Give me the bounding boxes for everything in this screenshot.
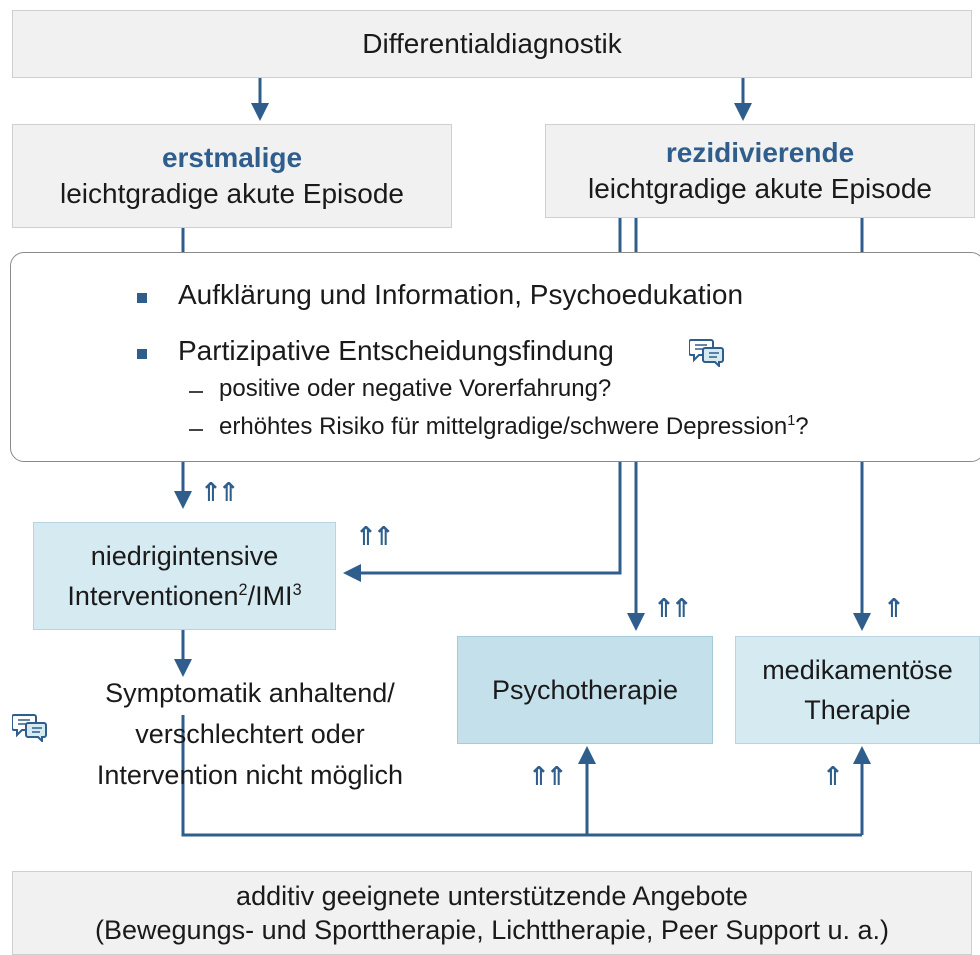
differential-diagnosis-label: Differentialdiagnostik xyxy=(362,28,622,59)
first-episode-title: erstmalige xyxy=(161,142,303,173)
low-intensity-line2: Interventionen2/IMI3 xyxy=(67,581,302,611)
recommendation-strong-mark: ⇑⇑ xyxy=(528,762,568,792)
information-box: Aufklärung und Information, Psychoedukat… xyxy=(10,252,980,462)
bullet-information: Aufklärung und Information, Psychoedukat… xyxy=(178,279,744,310)
recommendation-strong-mark: ⇑⇑ xyxy=(200,478,240,508)
recommendation-strong-mark: ⇑⇑ xyxy=(653,594,693,624)
psychotherapy-label: Psychotherapie xyxy=(491,675,679,705)
recommendation-weak-mark: ⇑ xyxy=(822,762,844,792)
medication-box: medikamentöse Therapie xyxy=(735,636,980,744)
line-persisting-bottom xyxy=(181,715,862,837)
arrow-recurrent-to-low xyxy=(343,462,622,582)
low-intensity-box: niedrigintensive Interventionen2/IMI3 xyxy=(33,522,336,630)
sub-item-risk: erhöhtes Risiko für mittelgradige/schwer… xyxy=(219,413,809,440)
bullet-marker xyxy=(137,293,147,303)
medication-line1: medikamentöse xyxy=(762,655,953,685)
low-intensity-line1: niedrigintensive xyxy=(90,541,279,571)
support-offers-box: additiv geeignete unterstützende Angebot… xyxy=(12,871,972,955)
recurrent-episode-label: leichtgradige akute Episode xyxy=(587,173,932,204)
dash-marker xyxy=(189,429,203,431)
bullet-shared-decision: Partizipative Entscheidungsfindung xyxy=(178,335,614,366)
sub-item-prior-experience: positive oder negative Vorerfahrung? xyxy=(219,375,612,402)
recommendation-strong-mark: ⇑⇑ xyxy=(355,522,395,552)
bullet-marker xyxy=(137,349,147,359)
speech-bubbles-icon xyxy=(12,714,47,742)
speech-bubbles-icon xyxy=(689,339,724,367)
recurrent-episode-box: rezidivierende leichtgradige akute Episo… xyxy=(545,124,975,218)
persisting-symptoms-text: Symptomatik anhaltend/ verschlechtert od… xyxy=(96,677,404,790)
dash-marker xyxy=(189,391,203,393)
support-line1: additiv geeignete unterstützende Angebot… xyxy=(236,881,748,911)
recurrent-episode-title: rezidivierende xyxy=(665,137,855,168)
first-episode-box: erstmalige leichtgradige akute Episode xyxy=(12,124,452,228)
differential-diagnosis-box: Differentialdiagnostik xyxy=(12,10,972,78)
medication-line2: Therapie xyxy=(804,695,911,725)
support-line2: (Bewegungs- und Sporttherapie, Lichtther… xyxy=(95,915,889,945)
recommendation-weak-mark: ⇑ xyxy=(883,594,905,624)
first-episode-label: leichtgradige akute Episode xyxy=(59,178,404,209)
psychotherapy-box: Psychotherapie xyxy=(457,636,713,744)
